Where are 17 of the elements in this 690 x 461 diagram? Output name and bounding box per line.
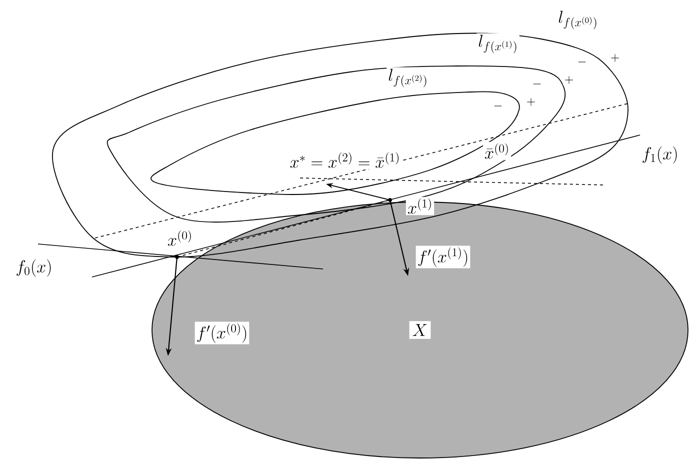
sign-label: $-$ [492,100,504,112]
math-label: $f_{0}(x)$ [14,258,54,278]
math-label: $f_{1}(x)$ [640,144,680,166]
sign-label: $-$ [530,78,544,90]
sign-label: $+$ [608,52,622,64]
math-label: $l_{f(x^{(1)})}$ [476,33,520,55]
math-label: $x^{*}= x^{(2)}= \bar{x}^{(1)}$ [288,150,402,170]
math-label: $f'(x^{(0)})$ [194,322,250,344]
math-label: $\bar{x}^{(0)}$ [482,142,512,160]
math-label: $l_{f(x^{(2)})}$ [386,67,430,89]
sign-label: $+$ [562,74,576,86]
sign-label: $+$ [524,96,538,108]
sign-label: $-$ [576,56,588,68]
math-label: $x^{(1)}$ [406,196,434,216]
math-label: $x^{(0)}$ [166,228,194,248]
math-label: $f'(x^{(1)})$ [416,246,470,268]
math-label: $l_{f(x^{(0)})}$ [556,9,600,31]
